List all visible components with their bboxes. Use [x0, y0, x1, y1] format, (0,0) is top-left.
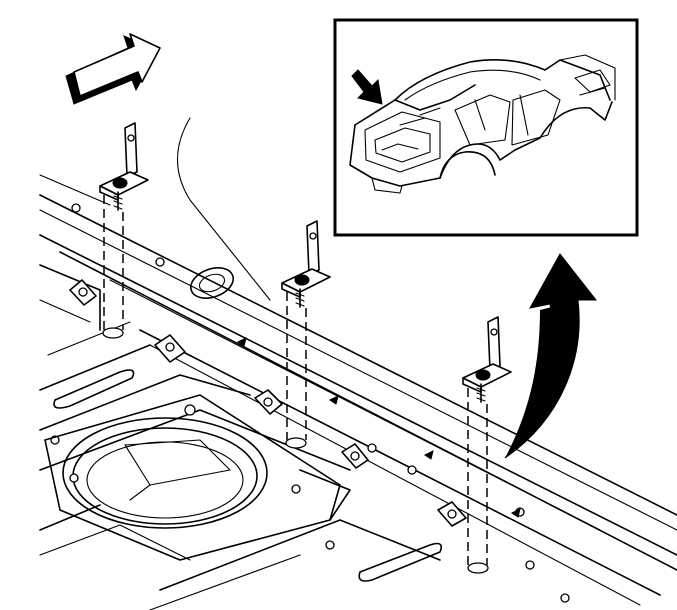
- right-bracket: [462, 316, 512, 574]
- floor-pan: [39, 117, 677, 610]
- forward-direction-arrow-icon: [65, 33, 161, 105]
- spare-tire-well: [44, 394, 341, 561]
- vehicle-body-inset: [333, 18, 639, 237]
- inset-pointer-arrow-icon: [351, 69, 383, 105]
- left-bracket: [99, 122, 149, 339]
- rail-clips: [69, 279, 467, 527]
- vehicle-body-shell: [349, 54, 616, 194]
- center-bracket: [281, 220, 331, 449]
- callout-arrow-icon: [504, 253, 598, 459]
